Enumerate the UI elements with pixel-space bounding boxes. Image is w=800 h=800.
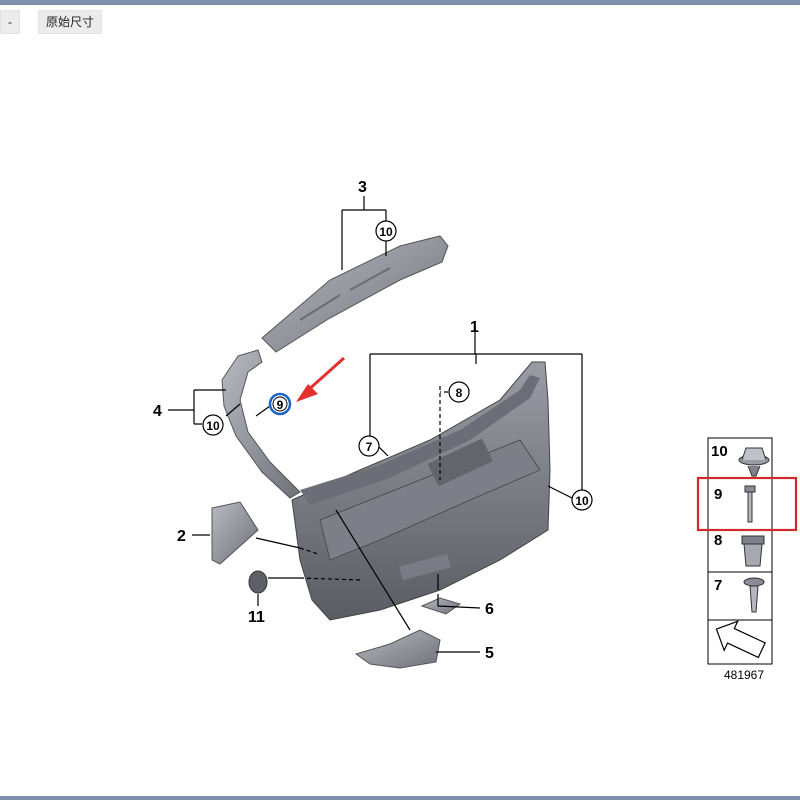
svg-text:10: 10 <box>206 419 220 433</box>
parts-diagram: 3 1 4 2 11 6 5 10 8 7 10 10 9 <box>22 150 800 695</box>
part-4-side-trim <box>221 349 301 499</box>
window-bottom-bar <box>0 796 800 800</box>
legend-label-10: 10 <box>711 443 728 460</box>
legend-label-8: 8 <box>714 532 722 549</box>
leader-lines <box>168 196 583 653</box>
svg-text:10: 10 <box>575 494 589 508</box>
legend-label-9: 9 <box>714 486 722 503</box>
callout-3: 3 <box>358 179 367 196</box>
circled-callout-10-right: 10 <box>571 489 593 511</box>
direction-arrow-icon <box>715 620 766 659</box>
svg-text:9: 9 <box>277 398 284 412</box>
svg-text:8: 8 <box>456 386 463 400</box>
red-pointer-arrow-icon <box>296 356 346 402</box>
part-2-cover <box>211 501 259 565</box>
callout-1: 1 <box>470 319 479 336</box>
part-1-tailgate-panel <box>291 361 551 621</box>
callout-5: 5 <box>485 645 494 662</box>
nut-8-icon <box>741 535 765 567</box>
original-size-button[interactable]: 原始尺寸 <box>38 10 103 34</box>
callout-2: 2 <box>177 528 186 545</box>
circled-callout-7: 7 <box>358 435 380 457</box>
zoom-out-button[interactable]: - <box>0 10 20 34</box>
circled-callout-8: 8 <box>448 381 470 403</box>
legend-label-7: 7 <box>714 577 722 594</box>
callout-11: 11 <box>248 609 265 626</box>
window-top-bar <box>0 0 800 5</box>
callout-6: 6 <box>485 601 494 618</box>
svg-text:10: 10 <box>379 225 393 239</box>
screw-7-icon <box>743 577 765 613</box>
bolt-9-icon <box>744 485 756 523</box>
part-11-cap <box>248 570 268 594</box>
diagram-number: 481967 <box>724 668 764 682</box>
fastener-legend: 10 9 8 7 481967 <box>707 437 773 682</box>
svg-text:7: 7 <box>366 440 373 454</box>
callout-4: 4 <box>153 403 162 420</box>
circled-callout-10-top: 10 <box>375 220 397 242</box>
highlight-box-item-9 <box>696 476 798 532</box>
circled-callout-10-left: 10 <box>202 414 224 436</box>
clip-10-icon <box>738 447 770 477</box>
circled-callout-9-selected[interactable]: 9 <box>268 392 292 416</box>
image-viewer-toolbar: - 原始尺寸 <box>0 10 120 34</box>
part-3-upper-trim <box>261 235 449 353</box>
part-5-bracket <box>354 629 441 669</box>
